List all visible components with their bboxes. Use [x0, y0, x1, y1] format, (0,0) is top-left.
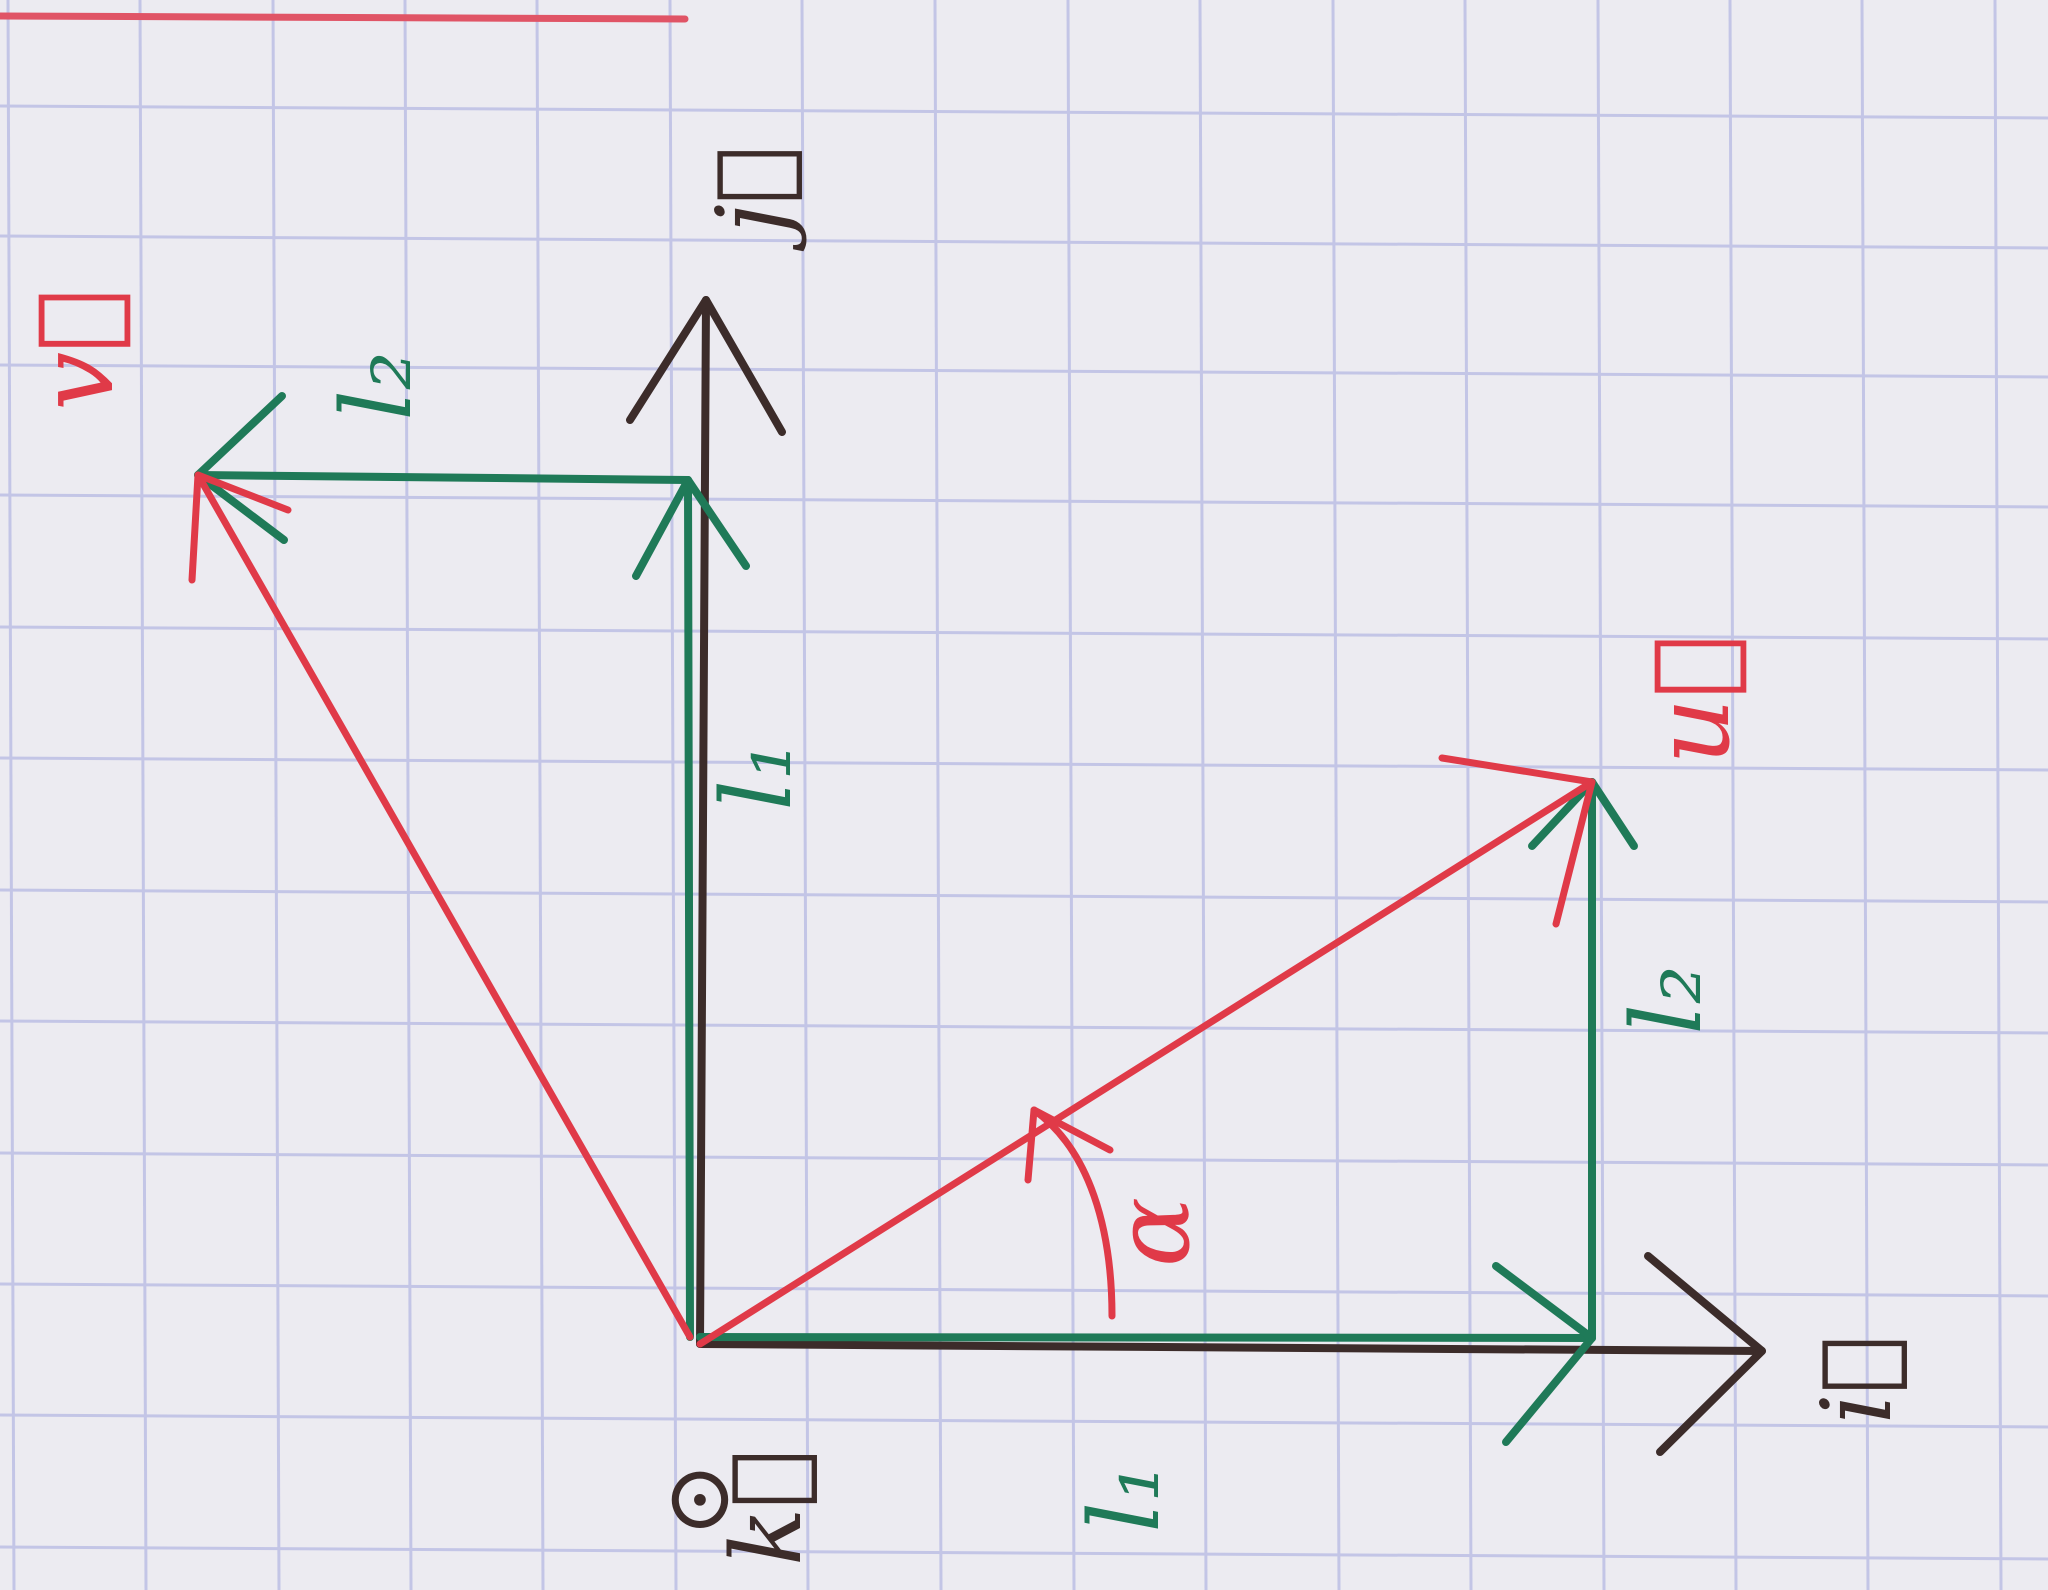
axis-z-label: k⃗ — [711, 1450, 823, 1566]
vector-u-line — [696, 778, 1596, 1348]
grid-line-horizontal — [0, 1545, 2048, 1561]
origin-symbol: ⊙ — [662, 1445, 737, 1550]
vector-v-label: v⃗ — [15, 289, 137, 410]
component-l1-horizontal — [696, 1333, 1596, 1342]
grid-line-horizontal — [0, 625, 2048, 641]
grid-line-vertical — [668, 0, 678, 1590]
component-l1-vertical-v — [684, 476, 694, 1341]
component-l2-label-top: l₂ — [321, 351, 433, 420]
grid-line-horizontal — [0, 1019, 2048, 1035]
component-l2-label-right: l₂ — [1611, 965, 1723, 1034]
grid-line-horizontal — [0, 104, 2048, 120]
grid-line-vertical — [1198, 0, 1208, 1590]
vector-u-arrowhead — [1438, 754, 1596, 928]
grid-line-vertical — [1860, 0, 1870, 1590]
grid-line-vertical — [933, 0, 943, 1590]
grid-line-horizontal — [0, 493, 2048, 509]
x-axis-arrowhead — [1644, 1252, 1766, 1456]
component-l2-horizontal-v — [194, 471, 692, 484]
margin-line — [0, 12, 689, 23]
grid-line-horizontal — [0, 363, 2048, 379]
axis-x-label: i⃗ — [1801, 1336, 1913, 1424]
axes — [626, 296, 1766, 1456]
vector-v-line — [194, 471, 694, 1341]
angle-alpha-arrowhead — [1024, 1106, 1114, 1184]
grid-line-vertical — [6, 0, 16, 1590]
grid-line-horizontal — [0, 1151, 2048, 1167]
grid-line-horizontal — [0, 756, 2048, 772]
grid-line-vertical — [1993, 0, 2003, 1590]
component-l1-label-left: l₁ — [701, 741, 813, 810]
axis-y-label: j⃗ — [696, 146, 808, 251]
angle-alpha-arc — [1030, 1106, 1116, 1320]
y-axis — [696, 296, 710, 1348]
grid-line-horizontal — [0, 1413, 2048, 1429]
components — [194, 392, 1638, 1446]
angle-alpha-label: α — [1091, 1197, 1213, 1267]
grid-line-vertical — [403, 0, 413, 1590]
grid-line-horizontal — [0, 888, 2048, 904]
component-l1-label-bottom: l₁ — [1069, 1463, 1181, 1532]
vector-v-arrowhead — [188, 471, 292, 584]
vectors — [188, 471, 1596, 1348]
grid-line-vertical — [138, 0, 148, 1590]
grid-line-vertical — [271, 0, 281, 1590]
y-axis-arrowhead — [626, 296, 786, 436]
grid-line-vertical — [1331, 0, 1341, 1590]
vector-u-label: u⃗ — [1631, 635, 1753, 764]
grid-line-vertical — [535, 0, 545, 1590]
grid-line-horizontal — [0, 234, 2048, 250]
grid-line-vertical — [1463, 0, 1473, 1590]
grid-line-horizontal — [0, 1282, 2048, 1298]
grid-line-vertical — [1066, 0, 1076, 1590]
grid-line-vertical — [800, 0, 810, 1590]
